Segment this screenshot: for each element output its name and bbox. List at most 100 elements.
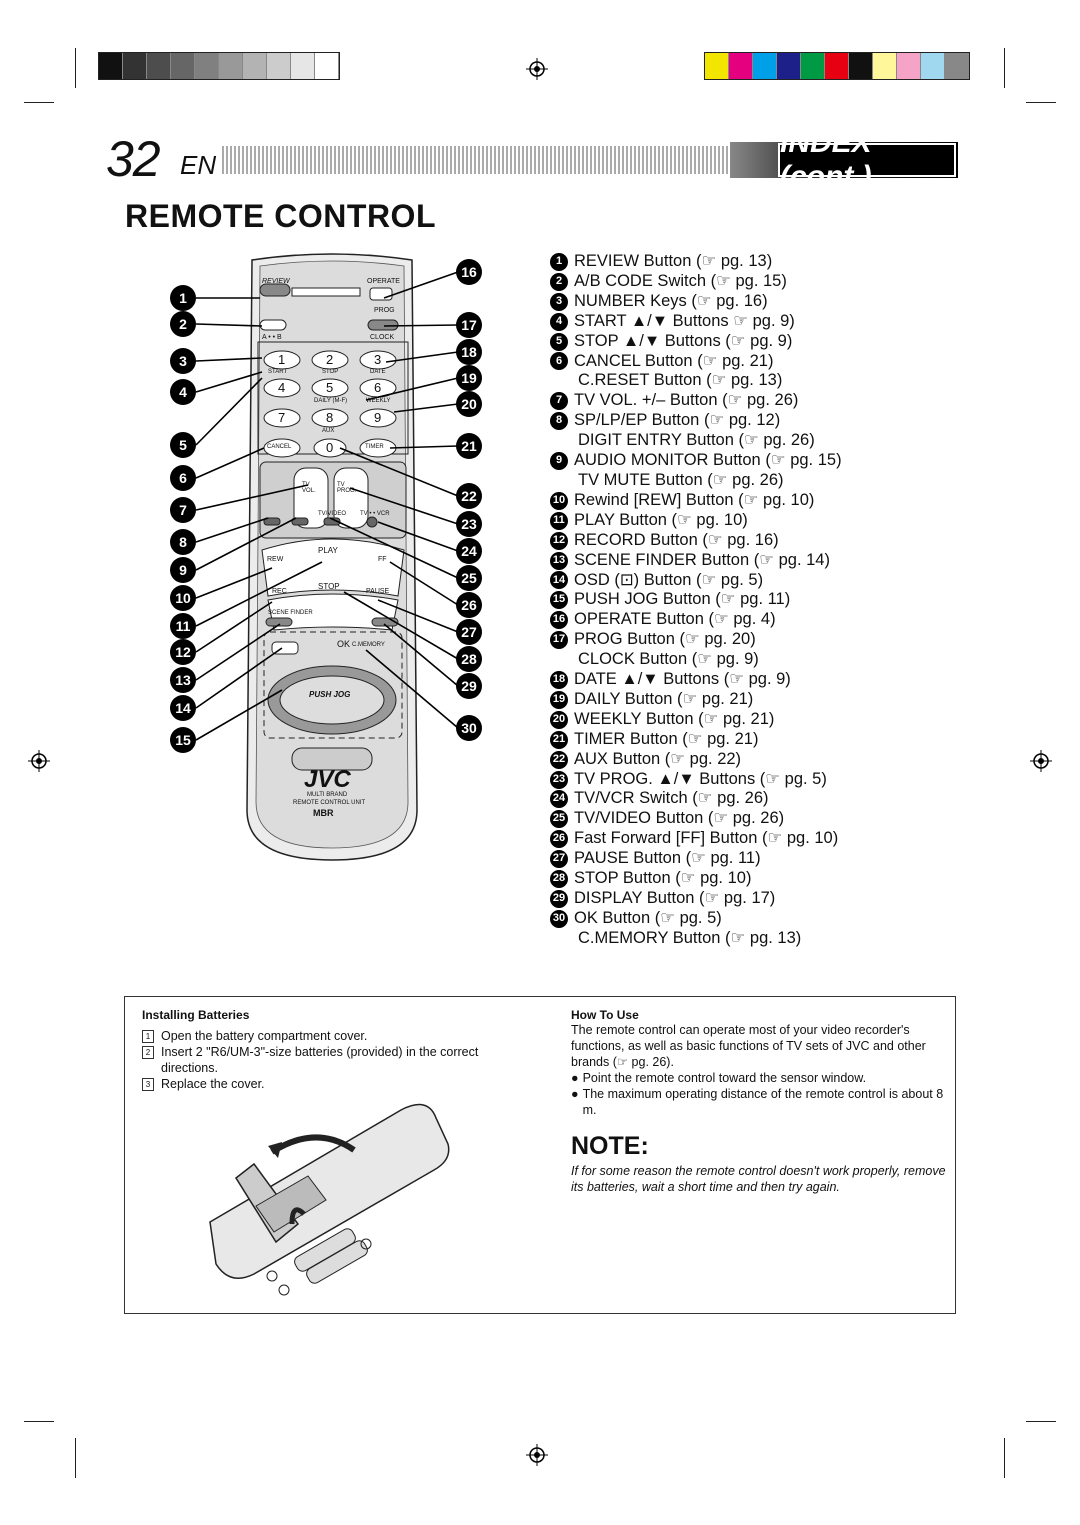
index-item: 1 REVIEW Button (☞ pg. 13) xyxy=(550,252,950,272)
registration-mark-icon xyxy=(1030,750,1052,772)
remote-label-aux: AUX xyxy=(322,428,335,434)
remote-label-push-jog: PUSH JOG xyxy=(309,690,351,699)
step-number: 1 xyxy=(142,1030,154,1043)
callout-number: 21 xyxy=(456,433,482,459)
index-item: TV MUTE Button (☞ pg. 26) xyxy=(550,471,950,491)
index-number: 22 xyxy=(550,750,568,769)
index-item: C.MEMORY Button (☞ pg. 13) xyxy=(550,929,950,949)
callout-number: 24 xyxy=(456,538,482,564)
remote-label-date: DATE xyxy=(370,369,386,375)
index-item: DIGIT ENTRY Button (☞ pg. 26) xyxy=(550,431,950,451)
callout-number: 3 xyxy=(170,348,196,374)
step-text: Insert 2 "R6/UM-3"-size batteries (provi… xyxy=(161,1045,479,1075)
registration-mark-icon xyxy=(526,1444,548,1466)
header-strip xyxy=(222,146,732,174)
index-text: DIGIT ENTRY Button (☞ pg. 26) xyxy=(578,431,815,450)
index-text: REVIEW Button (☞ pg. 13) xyxy=(574,252,773,270)
remote-label-timer: TIMER xyxy=(365,444,384,450)
index-number: 24 xyxy=(550,790,568,809)
callout-number: 20 xyxy=(456,391,482,417)
color-swatch xyxy=(705,53,729,79)
index-text: PAUSE Button (☞ pg. 11) xyxy=(574,849,761,868)
page-number: 32 xyxy=(106,131,161,187)
index-text: OK Button (☞ pg. 5) xyxy=(574,908,722,927)
callout-number: 28 xyxy=(456,646,482,672)
note-text: If for some reason the remote control do… xyxy=(571,1164,946,1194)
gray-swatch xyxy=(147,53,171,79)
color-swatch xyxy=(945,53,969,79)
index-text: Rewind [REW] Button (☞ pg. 10) xyxy=(574,490,815,509)
remote-label-tv-video: TV/VIDEO xyxy=(318,511,347,517)
callout-number: 19 xyxy=(456,365,482,391)
index-number: 6 xyxy=(550,352,568,371)
index-item: 2 A/B CODE Switch (☞ pg. 15) xyxy=(550,272,950,292)
index-text: TV PROG. ▲/▼ Buttons (☞ pg. 5) xyxy=(574,769,827,788)
color-swatch xyxy=(825,53,849,79)
index-number: 19 xyxy=(550,690,568,709)
remote-label-weekly: WEEKLY xyxy=(366,398,391,404)
callout-number: 6 xyxy=(170,465,196,491)
gray-swatch xyxy=(219,53,243,79)
index-text: STOP Button (☞ pg. 10) xyxy=(574,869,752,888)
index-number: 13 xyxy=(550,551,568,570)
index-text: SP/LP/EP Button (☞ pg. 12) xyxy=(574,411,781,430)
language-code: EN xyxy=(180,150,217,180)
remote-label-review: REVIEW xyxy=(262,278,290,285)
index-item: 25 TV/VIDEO Button (☞ pg. 26) xyxy=(550,809,950,829)
index-number: 9 xyxy=(550,452,568,471)
index-text: WEEKLY Button (☞ pg. 21) xyxy=(574,709,775,728)
remote-key-9: 9 xyxy=(374,410,382,425)
index-number: 2 xyxy=(550,272,568,291)
remote-label-scene-finder: SCENE FINDER xyxy=(268,610,313,616)
index-text: A/B CODE Switch (☞ pg. 15) xyxy=(574,271,787,290)
remote-label-multi-brand: MULTI BRAND xyxy=(307,792,348,798)
remote-label-play: PLAY xyxy=(318,546,338,555)
step-number: 2 xyxy=(142,1046,154,1059)
index-number: 18 xyxy=(550,670,568,689)
index-number: 4 xyxy=(550,312,568,331)
gray-swatch xyxy=(171,53,195,79)
index-item: 28 STOP Button (☞ pg. 10) xyxy=(550,869,950,889)
index-text: OPERATE Button (☞ pg. 4) xyxy=(574,610,776,629)
index-text: STOP ▲/▼ Buttons (☞ pg. 9) xyxy=(574,331,793,350)
callout-number: 5 xyxy=(170,432,196,458)
color-swatch xyxy=(897,53,921,79)
battery-installation-illustration xyxy=(209,1103,450,1296)
remote-key-7: 7 xyxy=(278,410,286,425)
how-to-use-bullet: ●Point the remote control toward the sen… xyxy=(571,1071,867,1085)
remote-label-remote-control-unit: REMOTE CONTROL UNIT xyxy=(293,800,366,806)
remote-control-illustration xyxy=(246,253,418,861)
color-swatch xyxy=(753,53,777,79)
index-number: 1 xyxy=(550,252,568,271)
index-number: 25 xyxy=(550,810,568,829)
callout-number: 22 xyxy=(456,483,482,509)
index-number: 29 xyxy=(550,889,568,908)
gray-swatch xyxy=(99,53,123,79)
callout-number: 25 xyxy=(456,565,482,591)
how-to-use-section: The remote control can operate most of y… xyxy=(571,1022,946,1118)
gray-swatch xyxy=(267,53,291,79)
batteries-heading: Installing Batteries xyxy=(142,1008,250,1022)
index-text: DISPLAY Button (☞ pg. 17) xyxy=(574,889,776,907)
remote-label-tv-prog: TV PROG. xyxy=(337,482,357,494)
remote-label-prog: PROG xyxy=(374,307,395,314)
index-text: TIMER Button (☞ pg. 21) xyxy=(574,729,759,748)
registration-mark-icon xyxy=(526,58,548,80)
index-text: TV/VIDEO Button (☞ pg. 26) xyxy=(574,809,785,828)
remote-label-ok: OK xyxy=(337,639,351,649)
remote-key-8: 8 xyxy=(326,410,334,425)
brand-logo: JVC xyxy=(304,766,351,793)
gray-swatch xyxy=(315,53,339,79)
remote-label-c-memory: C.MEMORY xyxy=(352,642,385,648)
index-number: 28 xyxy=(550,870,568,889)
index-number: 23 xyxy=(550,770,568,789)
callout-number: 9 xyxy=(170,557,196,583)
index-item: 29 DISPLAY Button (☞ pg. 17) xyxy=(550,889,950,909)
